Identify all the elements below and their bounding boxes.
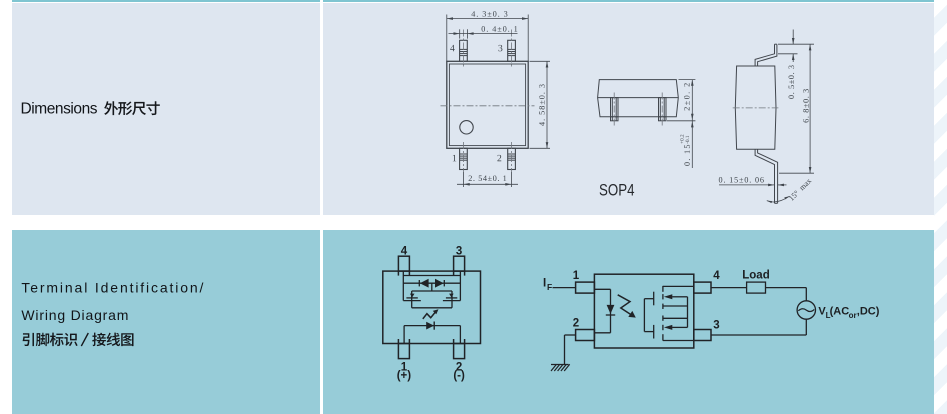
svg-text:Load: Load: [742, 270, 769, 282]
svg-text:3: 3: [456, 246, 462, 258]
svg-text:(AC: (AC: [830, 305, 850, 317]
svg-text:Dimensions: Dimensions: [21, 100, 98, 117]
svg-text:,DC): ,DC): [857, 305, 880, 317]
svg-text:3: 3: [713, 320, 719, 332]
svg-text:Wiring Diagram: Wiring Diagram: [21, 307, 128, 323]
svg-text:2: 2: [573, 318, 579, 330]
svg-text:I: I: [543, 278, 546, 290]
svg-text:4: 4: [713, 270, 720, 282]
svg-text:1: 1: [401, 362, 408, 374]
svg-text:SOP4: SOP4: [599, 182, 635, 200]
svg-text:Terminal Identification/: Terminal Identification/: [21, 280, 203, 296]
svg-text:1: 1: [573, 270, 580, 282]
svg-text:L: L: [826, 311, 831, 320]
svg-text:V: V: [818, 305, 826, 317]
svg-text:or: or: [849, 311, 857, 320]
svg-text:F: F: [547, 282, 552, 292]
svg-text:(+): (+): [397, 370, 412, 382]
svg-text:(-): (-): [453, 370, 465, 382]
svg-text:4: 4: [401, 246, 408, 258]
svg-text:2: 2: [456, 362, 462, 374]
